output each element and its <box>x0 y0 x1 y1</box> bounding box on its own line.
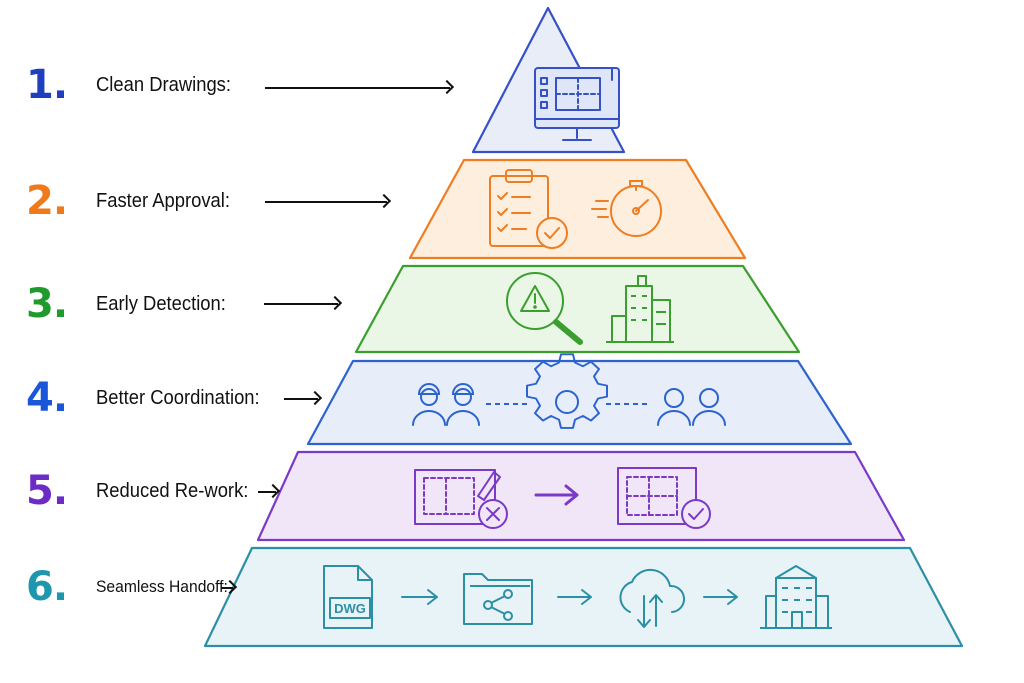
arrow-right-icon <box>703 589 738 605</box>
dwg-file-icon: DWG <box>323 565 373 629</box>
cloud-sync-icon <box>619 568 685 628</box>
tier-2 <box>408 158 747 260</box>
buildings-icon <box>606 275 674 343</box>
level-number: 3. <box>26 281 68 327</box>
level-number: 5. <box>26 468 68 514</box>
level-title: Better Coordination: <box>96 386 260 409</box>
arrow-line <box>221 587 233 589</box>
clipboard-checklist-icon <box>489 169 568 249</box>
arrow-line <box>265 201 387 203</box>
tier-4 <box>306 353 853 446</box>
gear-icon <box>526 353 608 429</box>
arrow-line <box>284 398 318 400</box>
level-4-label: 4. Better Coordination: <box>26 373 274 423</box>
level-number: 6. <box>26 564 68 610</box>
level-number: 2. <box>26 178 68 224</box>
tier-5 <box>256 450 906 542</box>
warning-magnifier-icon <box>506 272 583 345</box>
level-6-label: 6. Seamless Handoff: <box>26 562 239 612</box>
arrow-line <box>265 87 450 89</box>
level-3-label: 3. Early Detection: <box>26 279 237 329</box>
blueprint-approve-icon <box>617 467 711 529</box>
level-title: Early Detection: <box>96 292 226 315</box>
level-number: 1. <box>26 62 68 108</box>
blueprint-reject-icon <box>414 469 508 529</box>
level-5-label: 5. Reduced Re-work: <box>26 466 262 516</box>
arrow-line <box>258 491 276 493</box>
engineers-icon <box>412 383 480 426</box>
tier-1 <box>471 6 626 154</box>
arrow-line <box>264 303 338 305</box>
tier-6: DWG <box>203 546 964 648</box>
building-icon <box>760 565 832 629</box>
level-title: Clean Drawings: <box>96 73 231 96</box>
shared-folder-icon <box>463 573 533 625</box>
level-title: Reduced Re-work: <box>96 479 249 502</box>
level-title: Faster Approval: <box>96 189 230 212</box>
users-icon <box>657 388 726 426</box>
arrow-right-icon <box>401 589 438 605</box>
arrow-right-icon <box>534 484 579 506</box>
level-2-label: 2. Faster Approval: <box>26 176 242 226</box>
level-number: 4. <box>26 375 68 421</box>
arrow-right-icon <box>557 589 592 605</box>
stopwatch-icon <box>591 180 662 237</box>
tier-3 <box>354 264 801 354</box>
level-1-label: 1. Clean Drawings: <box>26 60 243 110</box>
monitor-blueprint-icon <box>534 67 620 141</box>
dwg-label: DWG <box>334 601 366 616</box>
level-title: Seamless Handoff: <box>96 577 228 596</box>
